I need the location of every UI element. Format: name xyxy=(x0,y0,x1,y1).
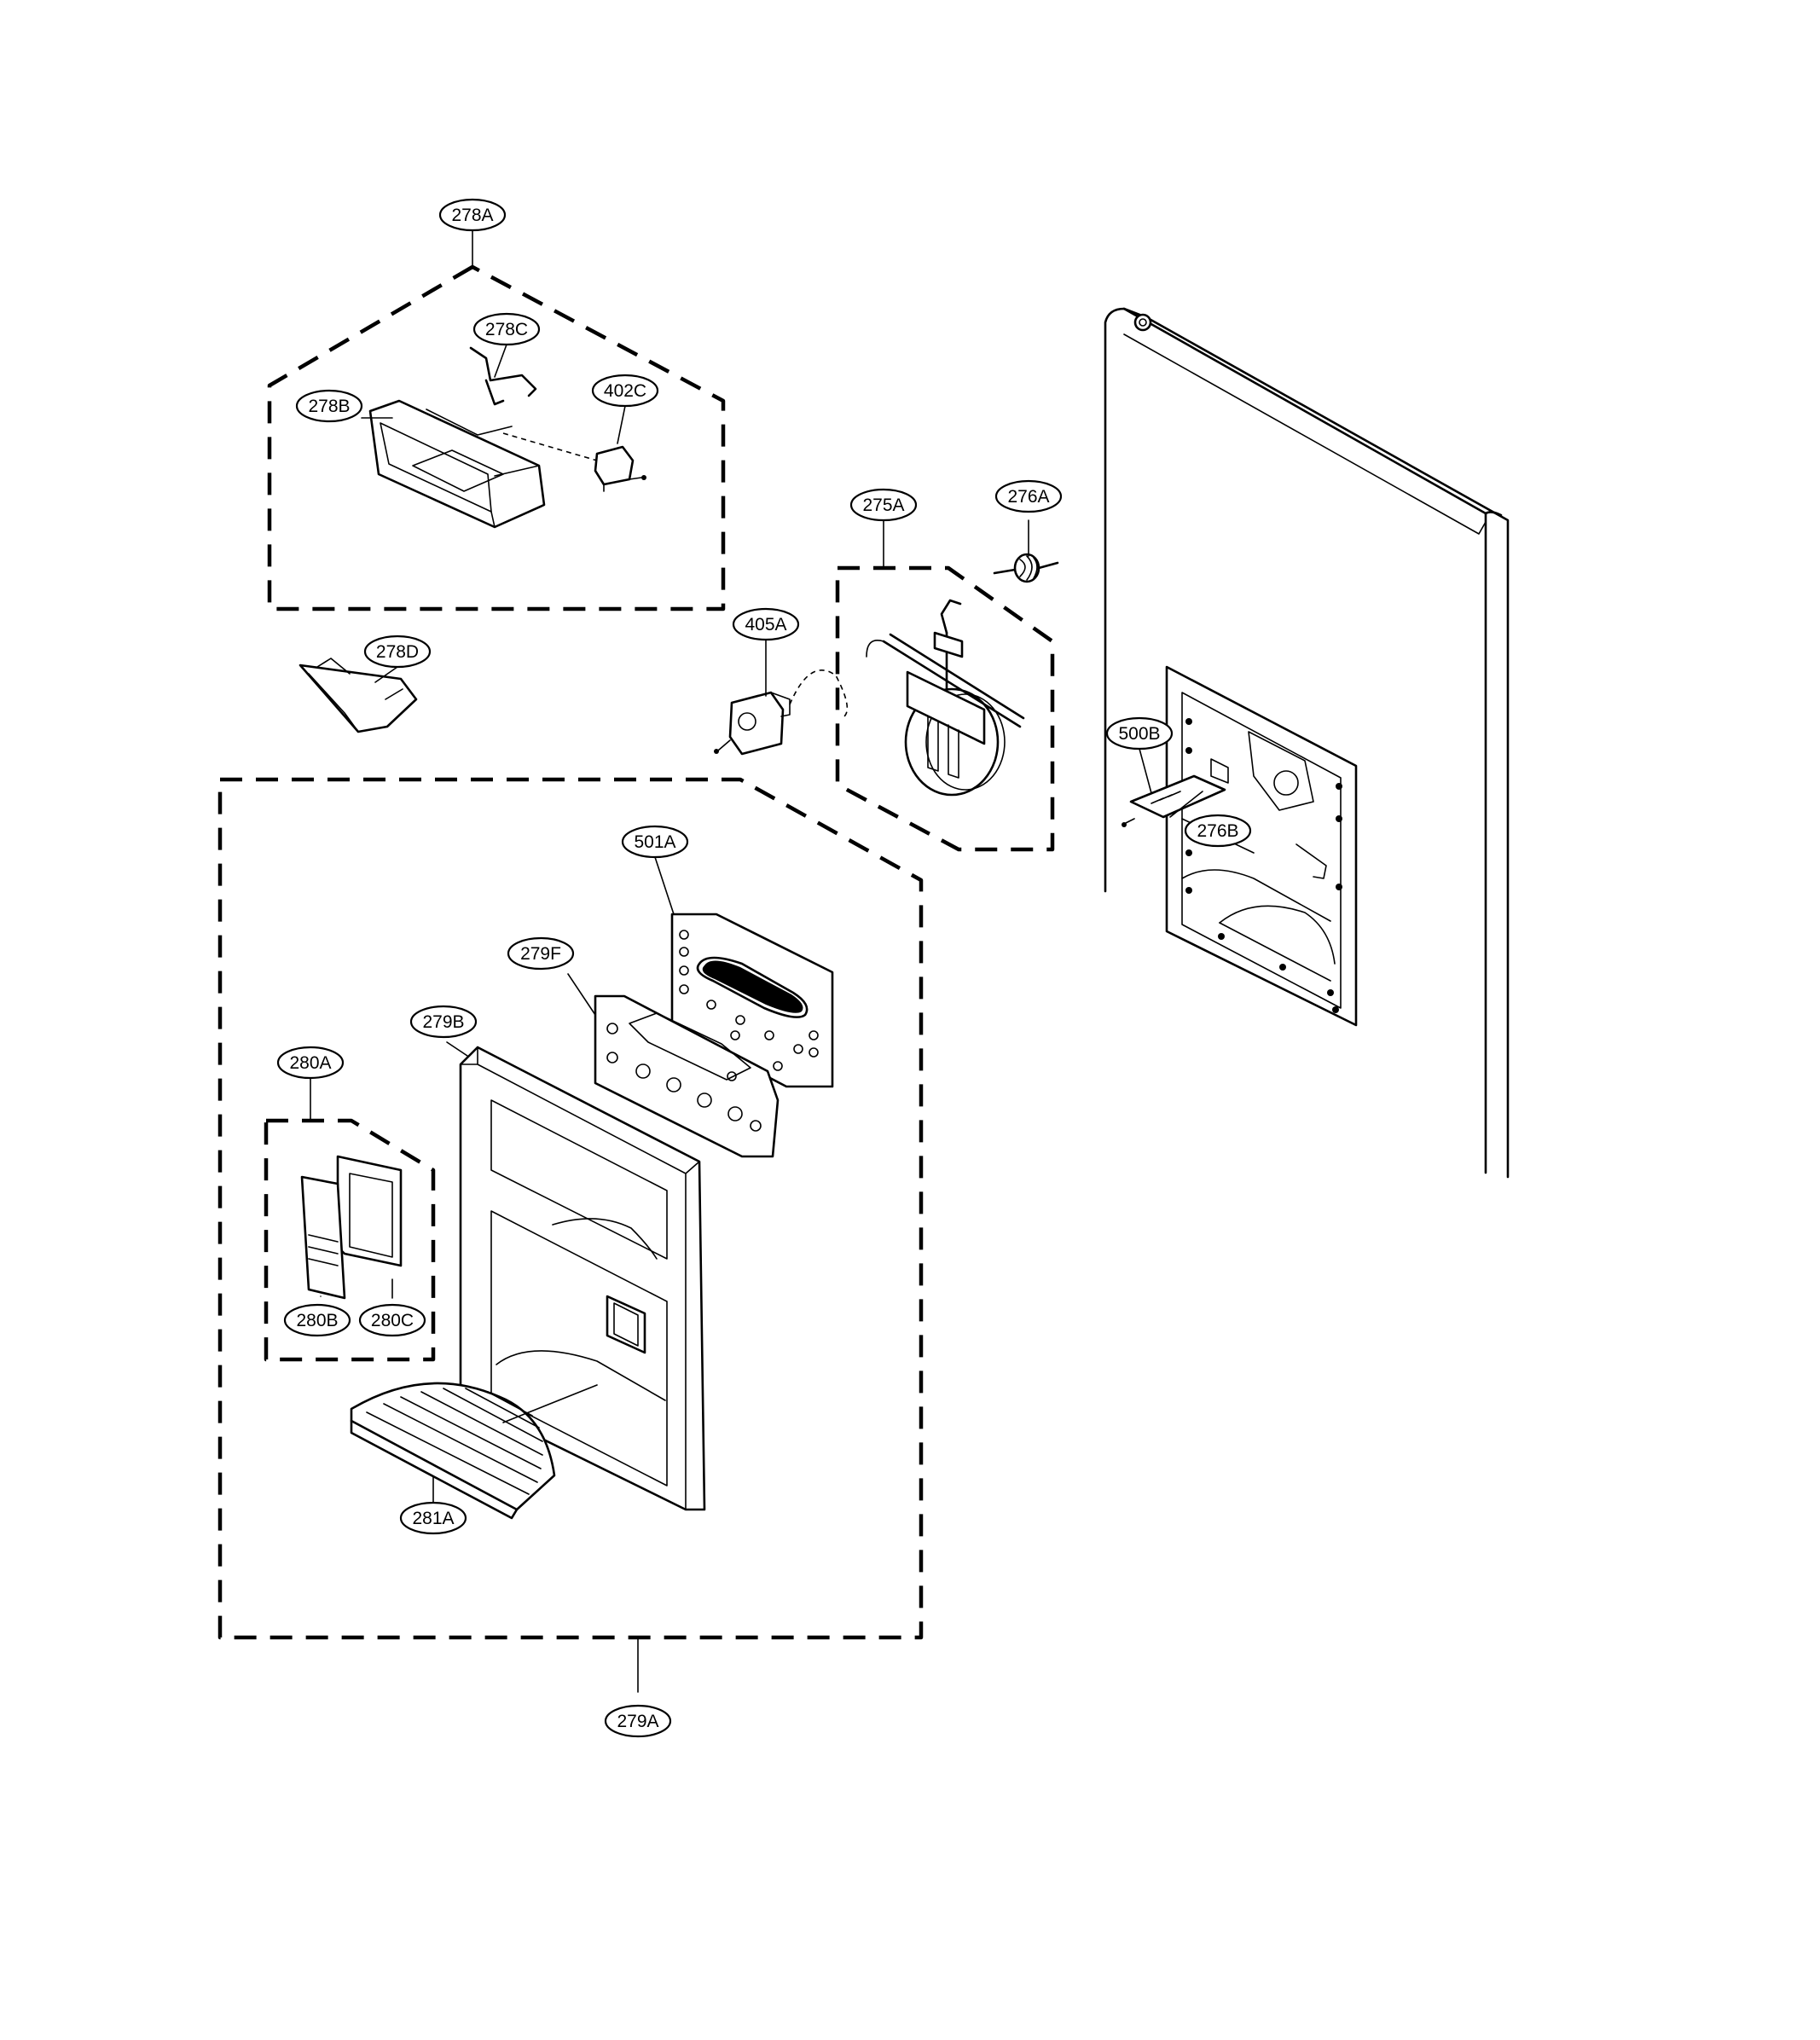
part-280B-door-flap xyxy=(300,1175,346,1300)
callout-405A: 405A xyxy=(732,607,800,641)
part-279F-control-board xyxy=(594,994,780,1158)
group-279A-boundary xyxy=(217,777,924,1640)
svg-text:276B: 276B xyxy=(1197,821,1238,841)
svg-text:278C: 278C xyxy=(485,320,528,339)
callout-278D: 278D xyxy=(363,635,432,669)
svg-text:501A: 501A xyxy=(634,832,675,852)
part-280C-frame xyxy=(336,1155,403,1267)
callout-280B: 280B xyxy=(283,1303,351,1337)
part-275A-motor-assembly xyxy=(866,599,1025,797)
callout-279A: 279A xyxy=(604,1704,672,1738)
part-405A-solenoid xyxy=(714,669,849,756)
svg-text:278B: 278B xyxy=(308,397,350,416)
callout-280C: 280C xyxy=(358,1303,426,1337)
callout-280A: 280A xyxy=(276,1046,345,1080)
svg-text:405A: 405A xyxy=(745,615,786,635)
leader-lines xyxy=(310,229,1203,1693)
part-278C-bracket xyxy=(469,346,537,406)
svg-text:276A: 276A xyxy=(1007,487,1049,507)
svg-text:278A: 278A xyxy=(451,206,493,225)
svg-text:500B: 500B xyxy=(1118,724,1160,744)
part-278D-chute xyxy=(299,658,418,733)
callout-278C: 278C xyxy=(472,312,541,346)
callout-276A: 276A xyxy=(994,479,1063,513)
callout-402C: 402C xyxy=(591,374,659,408)
svg-text:279A: 279A xyxy=(617,1712,658,1731)
svg-text:278D: 278D xyxy=(376,642,419,662)
svg-text:275A: 275A xyxy=(862,496,904,515)
callout-500B: 500B xyxy=(1105,716,1174,751)
svg-text:280A: 280A xyxy=(289,1053,331,1073)
svg-text:281A: 281A xyxy=(412,1509,454,1528)
group-278A-boundary xyxy=(267,264,726,611)
callout-279F: 279F xyxy=(507,936,575,971)
callout-501A: 501A xyxy=(621,825,689,859)
group-280A-boundary xyxy=(264,1118,436,1362)
svg-text:280B: 280B xyxy=(296,1311,338,1330)
svg-text:279B: 279B xyxy=(422,1012,464,1032)
callout-279B: 279B xyxy=(409,1005,478,1039)
callout-278A: 278A xyxy=(438,198,507,232)
svg-text:402C: 402C xyxy=(604,381,646,401)
callout-275A: 275A xyxy=(849,488,918,522)
callout-278B: 278B xyxy=(295,389,363,423)
svg-text:279F: 279F xyxy=(520,944,561,964)
part-276A-spring xyxy=(993,553,1059,583)
group-275A-boundary xyxy=(835,565,1055,852)
refrigerator-door xyxy=(1104,307,1510,1179)
part-281A-drip-tray xyxy=(350,1382,598,1520)
part-402C-switch xyxy=(502,432,646,492)
callout-281A: 281A xyxy=(399,1501,467,1535)
svg-text:280C: 280C xyxy=(371,1311,414,1330)
dispenser-recess xyxy=(1122,665,1358,1027)
callout-276B: 276B xyxy=(1184,814,1252,848)
part-278B-housing xyxy=(368,399,546,529)
